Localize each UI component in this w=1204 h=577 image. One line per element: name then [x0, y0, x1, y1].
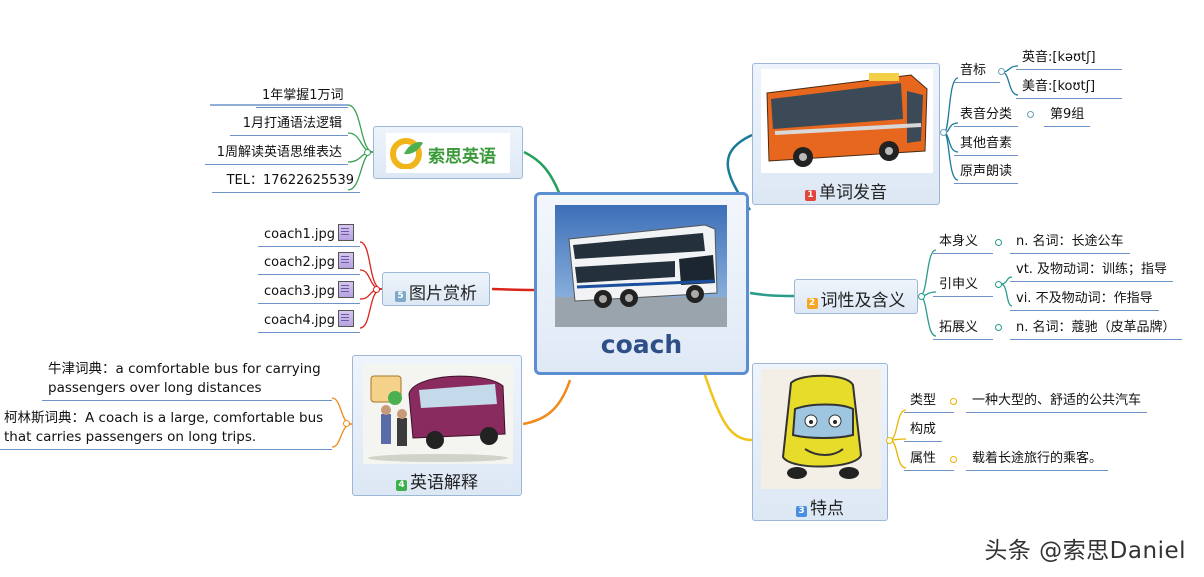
collapse-toggle[interactable] [998, 68, 1005, 75]
audio-playback[interactable]: 原声朗读 [954, 163, 1019, 184]
attribute-value: 载着长途旅行的乘客。 [966, 450, 1109, 471]
topic-number-badge: 5 [395, 291, 406, 302]
topic-number-badge: 1 [805, 190, 816, 201]
collapse-toggle[interactable] [950, 398, 957, 405]
pos-label: 词性及含义 [820, 291, 906, 311]
brand-leaf-icon [390, 138, 423, 169]
collins-line-2: that carries passengers on long trips. [4, 429, 257, 445]
collapse-toggle[interactable] [995, 324, 1002, 331]
extended-meaning-label: 引申义 [933, 276, 993, 297]
base-meaning-value: n. 名词：长途公车 [1010, 233, 1130, 254]
extended-meaning-vt: vt. 及物动词：训练；指导 [1010, 261, 1174, 282]
cartoon-bus-image [761, 369, 881, 489]
topic-number-badge: 2 [806, 298, 818, 309]
collapse-toggle[interactable] [886, 437, 893, 444]
collapse-toggle[interactable] [373, 286, 380, 293]
pronunciation-label: 单词发音 [819, 183, 887, 203]
other-phonemes[interactable]: 其他音素 [954, 135, 1019, 156]
central-topic[interactable]: coach [534, 192, 749, 375]
brand-item: 1月打通语法逻辑 [230, 115, 348, 136]
collins-line-1: 柯林斯词典：A coach is a large, comfortable bu… [4, 410, 324, 426]
brand-logo: 索思英语 [386, 133, 510, 173]
brand-logo-node[interactable]: 索思英语 [373, 126, 523, 179]
brand-logo-text: 索思英语 [428, 147, 496, 167]
collapse-toggle[interactable] [940, 129, 947, 136]
watermark: 头条 @索思Daniel [984, 538, 1186, 564]
image-file-name: coach4.jpg [264, 313, 335, 328]
image-file-icon [337, 310, 354, 327]
phonetic-class-value: 第9组 [1044, 106, 1091, 127]
image-file-name: coach3.jpg [264, 284, 335, 299]
uk-pronunciation[interactable]: 英音:[kəʊtʃ] [1016, 49, 1122, 70]
central-title: coach [600, 330, 683, 359]
image-file-name: coach1.jpg [264, 227, 335, 242]
brand-item: TEL：17622625539 [212, 172, 360, 193]
topic-number-badge: 4 [396, 480, 407, 491]
brand-item: 1周解读英语思维表达 [205, 144, 348, 165]
extended-meaning-vi: vi. 不及物动词：作指导 [1010, 290, 1159, 311]
collapse-toggle[interactable] [364, 149, 371, 156]
double-decker-bus-image [555, 205, 727, 327]
us-pronunciation[interactable]: 美音:[koʊtʃ] [1016, 78, 1122, 99]
attribute-label: 属性 [904, 450, 954, 471]
collapse-toggle[interactable] [343, 420, 350, 427]
image-file[interactable]: coach1.jpg [258, 224, 360, 247]
phonetic-class-label: 表音分类 [954, 106, 1019, 127]
composition-label: 构成 [904, 421, 943, 442]
image-file[interactable]: coach4.jpg [258, 310, 360, 333]
images-label: 图片赏析 [409, 284, 477, 304]
oxford-definition: 牛津词典：a comfortable bus for carrying pass… [42, 360, 332, 401]
collapse-toggle[interactable] [1027, 111, 1034, 118]
expanded-meaning-label: 拓展义 [933, 319, 993, 340]
collapse-toggle[interactable] [950, 456, 957, 463]
base-meaning-label: 本身义 [933, 233, 993, 254]
collins-definition: 柯林斯词典：A coach is a large, comfortable bu… [0, 409, 332, 450]
collapse-toggle[interactable] [995, 239, 1002, 246]
phonetic-label: 音标 [954, 62, 1000, 83]
oxford-line-2: passengers over long distances [48, 380, 262, 396]
features-label: 特点 [810, 499, 844, 519]
city-bus-image [761, 69, 933, 173]
topic-number-badge: 3 [796, 506, 807, 517]
collapse-toggle[interactable] [918, 293, 925, 300]
expanded-meaning-value: n. 名词：蔻驰（皮革品牌） [1010, 319, 1182, 340]
image-file-icon [337, 252, 354, 269]
type-label: 类型 [904, 392, 954, 413]
image-file-name: coach2.jpg [264, 255, 335, 270]
type-value: 一种大型的、舒适的公共汽车 [966, 392, 1148, 413]
english-label: 英语解释 [410, 473, 478, 493]
brand-item: 1年掌握1万词 [256, 87, 348, 108]
image-file[interactable]: coach3.jpg [258, 281, 360, 304]
image-file-icon [337, 224, 354, 241]
oxford-line-1: 牛津词典：a comfortable bus for carrying [48, 361, 321, 377]
coach-travel-image [363, 364, 513, 464]
collapse-toggle[interactable] [995, 281, 1002, 288]
image-file[interactable]: coach2.jpg [258, 252, 360, 275]
image-file-icon [337, 281, 354, 298]
